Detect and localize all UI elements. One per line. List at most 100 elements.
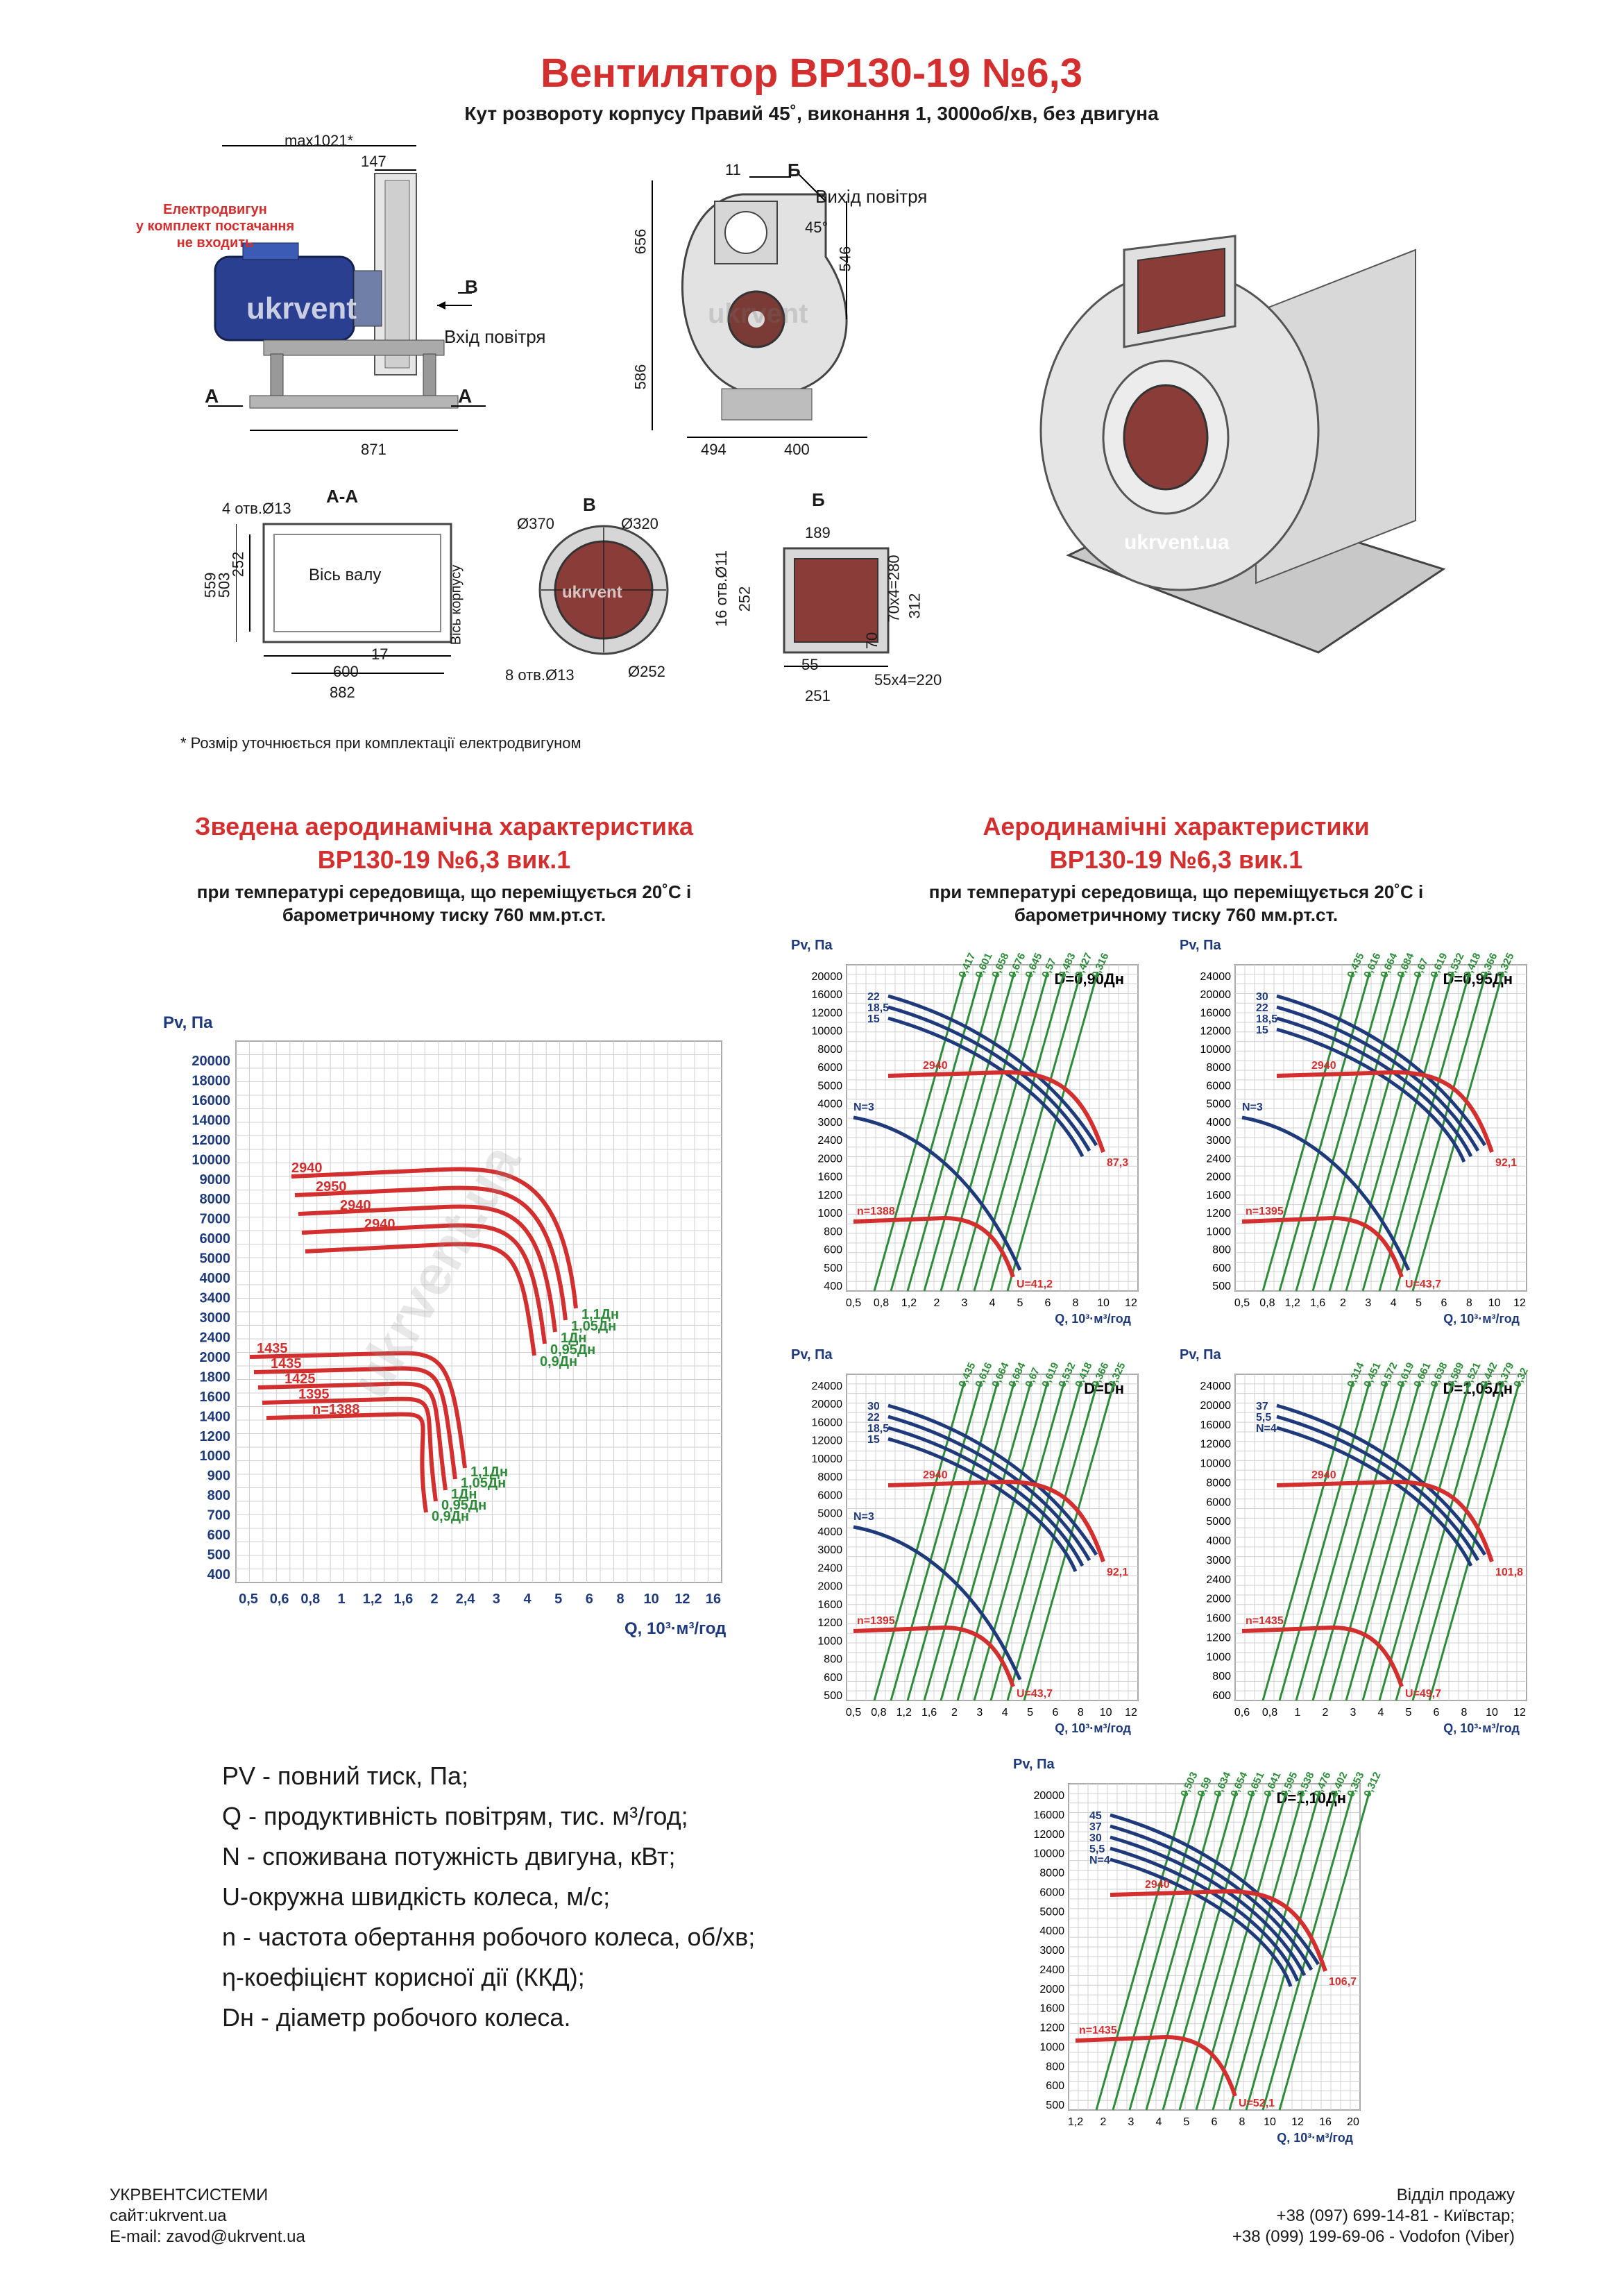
power-curve-low bbox=[1241, 1115, 1411, 1272]
y-tick-label: 1200 bbox=[1039, 2023, 1064, 2034]
power-curve bbox=[887, 1005, 1091, 1152]
y-tick-label: 1800 bbox=[200, 1369, 231, 1385]
y-tick-label: 6000 bbox=[1206, 1080, 1231, 1092]
y-tick-label: 1400 bbox=[200, 1409, 231, 1424]
y-tick-label: 10000 bbox=[812, 1026, 843, 1038]
power-curve bbox=[887, 1437, 1078, 1572]
x-tick-label: 1,2 bbox=[901, 1297, 917, 1309]
y-tick-label: 3400 bbox=[200, 1291, 231, 1306]
power-label: N=3 bbox=[853, 1101, 874, 1113]
x-tick-label: 6 bbox=[1434, 1707, 1440, 1719]
aero-x-axis-label: Q, 10³·м³/год bbox=[1055, 1312, 1131, 1326]
power-curve bbox=[887, 994, 1098, 1147]
y-tick-label: 14000 bbox=[192, 1113, 230, 1128]
x-tick-label: 4 bbox=[1156, 2116, 1162, 2128]
eff-line bbox=[1295, 1381, 1388, 1701]
eff-line bbox=[1311, 1381, 1404, 1701]
x-tick-label: 3 bbox=[962, 1297, 968, 1309]
y-tick-label: 20000 bbox=[812, 971, 843, 983]
x-tick-label: 2 bbox=[1323, 1707, 1329, 1719]
y-tick-label: 3000 bbox=[817, 1117, 842, 1129]
eff-line bbox=[1361, 971, 1454, 1292]
power-label: 30 bbox=[1256, 991, 1268, 1003]
eff-line bbox=[1212, 1790, 1305, 2111]
summary-rpm-label: 2940 bbox=[291, 1160, 323, 1176]
y-tick-label: 24000 bbox=[1200, 971, 1232, 983]
side-watermark: ukrvent bbox=[246, 292, 357, 326]
x-tick-label: 12 bbox=[1513, 1707, 1526, 1719]
view-v-drawing bbox=[538, 525, 669, 655]
y-tick-label: 1000 bbox=[817, 1635, 842, 1647]
summary-size-label: 1,1Дн bbox=[581, 1307, 619, 1322]
x-tick-label: 4 bbox=[523, 1592, 532, 1607]
aero-x-axis-label: Q, 10³·м³/год bbox=[1277, 2131, 1353, 2145]
y-tick-label: 2000 bbox=[1206, 1594, 1231, 1605]
b-251: 251 bbox=[805, 687, 831, 704]
y-tick-label: 20000 bbox=[1200, 1400, 1232, 1412]
summary-size-label: 1,05Дн bbox=[571, 1319, 616, 1334]
x-tick-label: 8 bbox=[1073, 1297, 1079, 1309]
u-label: 92,1 bbox=[1107, 1567, 1128, 1578]
legend-rpm: n - частота обертання робочого колеса, о… bbox=[222, 1923, 756, 1951]
y-tick-label: 4000 bbox=[817, 1526, 842, 1538]
dim-871: 871 bbox=[361, 441, 386, 458]
dim-angle: 45° bbox=[805, 219, 829, 236]
u-label: 106,7 bbox=[1329, 1976, 1357, 1988]
y-tick-label: 800 bbox=[1046, 2061, 1064, 2073]
b-holes: 16 отв.Ø11 bbox=[713, 550, 731, 627]
y-tick-label: 500 bbox=[824, 1690, 842, 1702]
y-tick-label: 400 bbox=[824, 1281, 842, 1292]
x-tick-label: 2 bbox=[934, 1297, 940, 1309]
y-tick-label: 1600 bbox=[817, 1599, 842, 1611]
y-tick-label: 7000 bbox=[200, 1212, 231, 1227]
y-tick-label: 1600 bbox=[200, 1390, 231, 1405]
eff-line bbox=[1112, 1790, 1205, 2111]
y-tick-label: 500 bbox=[207, 1548, 230, 1563]
power-label: N=3 bbox=[1242, 1101, 1263, 1113]
x-tick-label: 5 bbox=[1406, 1707, 1412, 1719]
x-tick-label: 1,6 bbox=[393, 1592, 413, 1607]
footer-left: УКРВЕНТСИСТЕМИ сайт:ukrvent.ua E-mail: z… bbox=[110, 2185, 305, 2247]
fan-3d-render bbox=[1039, 235, 1446, 654]
eff-line bbox=[973, 1381, 1066, 1701]
dim-494: 494 bbox=[701, 441, 726, 458]
summary-rpm-label: 1435 bbox=[257, 1341, 288, 1356]
x-tick-label: 10 bbox=[1100, 1707, 1112, 1719]
summary-size-label: 0,95Дн bbox=[441, 1498, 486, 1513]
power-label: 15 bbox=[867, 1013, 880, 1025]
rpm-label: 2940 bbox=[1311, 1469, 1336, 1481]
x-tick-label: 6 bbox=[1212, 2116, 1218, 2128]
eff-line bbox=[923, 1381, 1016, 1701]
x-tick-label: 10 bbox=[644, 1592, 659, 1607]
aero-x-axis-label: Q, 10³·м³/год bbox=[1443, 1721, 1520, 1735]
legend-pv: PV - повний тиск, Па; bbox=[222, 1762, 469, 1790]
y-tick-label: 4000 bbox=[200, 1271, 231, 1286]
x-tick-label: 8 bbox=[1239, 2116, 1246, 2128]
eff-line bbox=[1395, 1381, 1488, 1701]
y-tick-label: 12000 bbox=[192, 1133, 230, 1148]
y-tick-label: 24000 bbox=[1200, 1381, 1232, 1392]
x-tick-label: 2 bbox=[1340, 1297, 1346, 1309]
power-label: 18,5 bbox=[867, 1423, 889, 1435]
y-tick-label: 900 bbox=[207, 1469, 230, 1484]
aero-x-axis-label: Q, 10³·м³/год bbox=[1055, 1721, 1131, 1735]
y-tick-label: 10000 bbox=[1200, 1044, 1232, 1056]
aero-note-1: при температурі середовища, що переміщує… bbox=[928, 881, 1424, 902]
y-tick-label: 3000 bbox=[817, 1544, 842, 1556]
label-a-left: А bbox=[205, 385, 219, 407]
front-view-drawing bbox=[652, 173, 867, 438]
power-curve bbox=[1110, 1846, 1300, 1982]
eff-line bbox=[1145, 1790, 1238, 2111]
power-label: 18,5 bbox=[1256, 1013, 1277, 1025]
y-tick-label: 1000 bbox=[1206, 1651, 1231, 1663]
x-tick-label: 8 bbox=[616, 1592, 624, 1607]
eff-line bbox=[1378, 971, 1471, 1292]
aero-note-2: барометричному тиску 760 мм.рт.ст. bbox=[1014, 904, 1339, 925]
summary-curve-high bbox=[298, 1204, 557, 1333]
y-tick-label: 10000 bbox=[812, 1453, 843, 1465]
eff-line bbox=[923, 971, 1016, 1292]
x-tick-label: 1,2 bbox=[1068, 2116, 1083, 2128]
y-tick-label: 5000 bbox=[1206, 1099, 1231, 1111]
x-tick-label: 0,8 bbox=[1262, 1707, 1277, 1719]
x-tick-label: 5 bbox=[554, 1592, 562, 1607]
